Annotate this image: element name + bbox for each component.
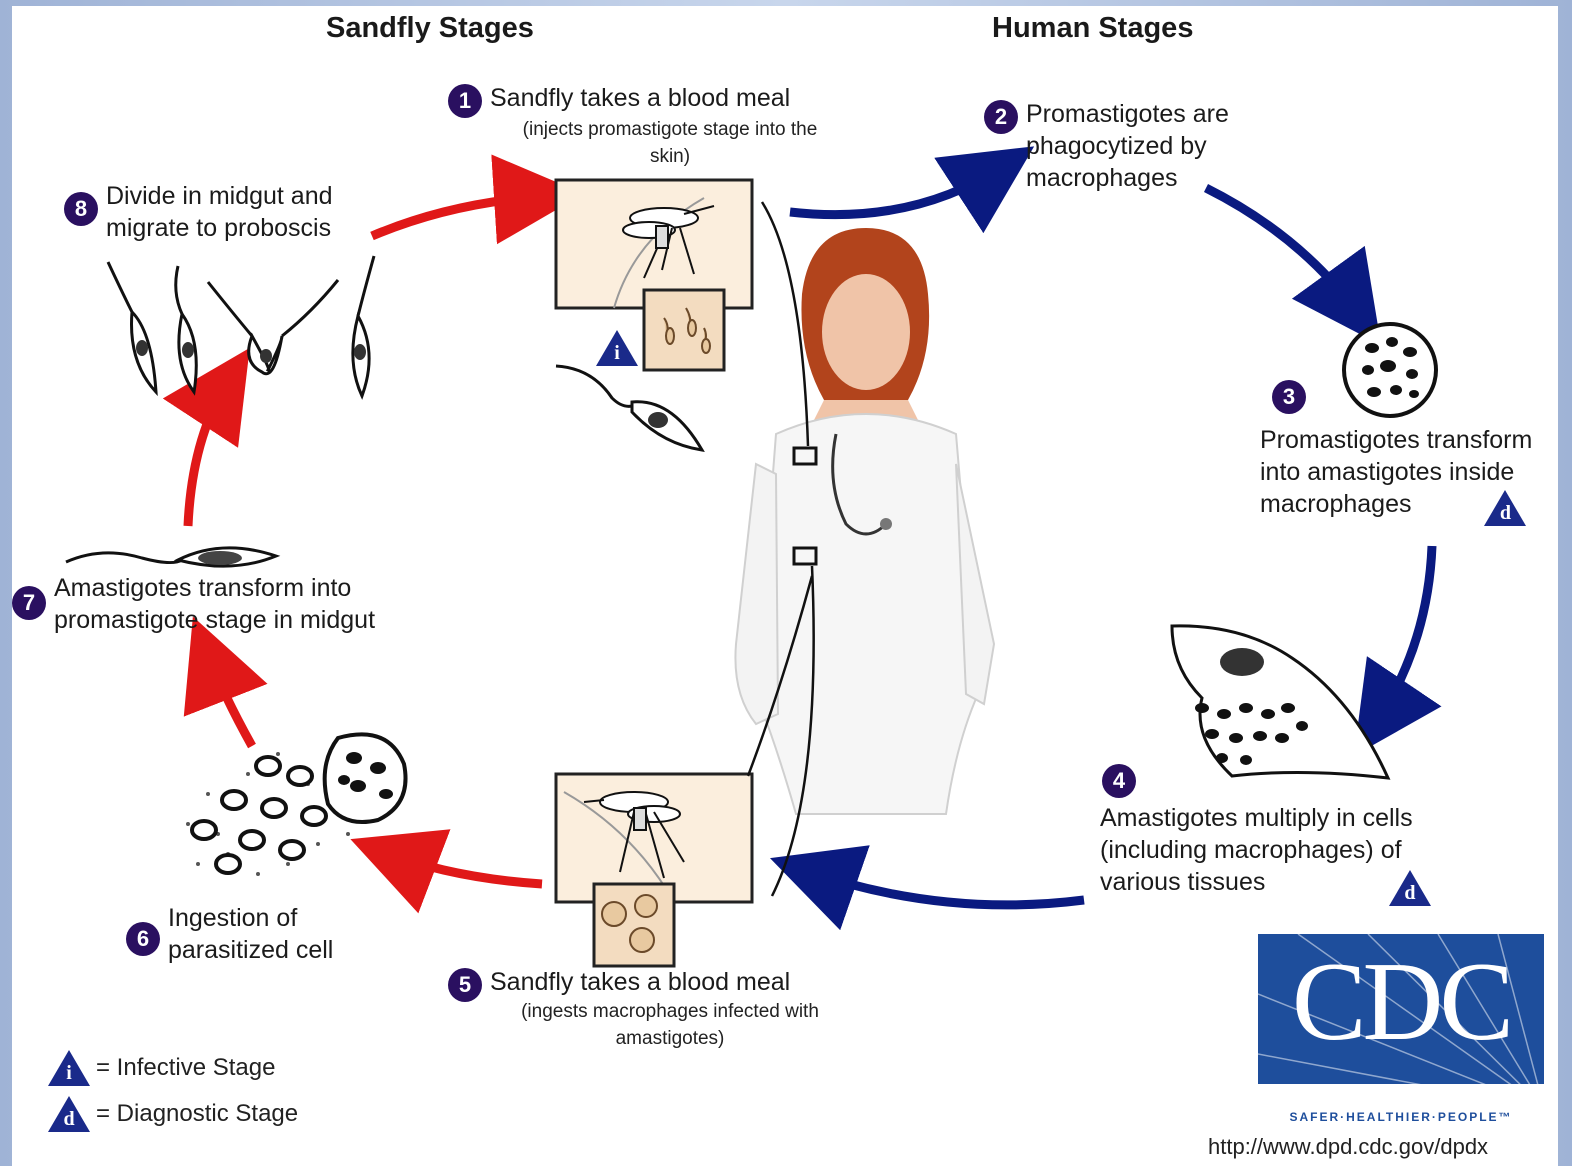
legend-diagnostic-label: = Diagnostic Stage (96, 1100, 298, 1128)
legend: i = Infective Stage d = Diagnostic Stage (46, 1048, 298, 1134)
logo-tagline: SAFER·HEALTHIER·PEOPLE™ (1258, 1110, 1544, 1124)
legend-diagnostic: d = Diagnostic Stage (46, 1094, 298, 1134)
diagnostic-legend-icon: d (46, 1094, 92, 1134)
legend-infective: i = Infective Stage (46, 1048, 298, 1088)
cdc-logo: CDC (1258, 934, 1544, 1108)
legend-infective-label: = Infective Stage (96, 1054, 275, 1082)
infective-legend-icon: i (46, 1048, 92, 1088)
diagram-panel: Sandfly Stages Human Stages 1 Sandfly ta… (12, 6, 1558, 1166)
source-url-link[interactable]: http://www.dpd.cdc.gov/dpdx (1208, 1134, 1488, 1160)
logo-wordmark: CDC (1258, 942, 1544, 1062)
